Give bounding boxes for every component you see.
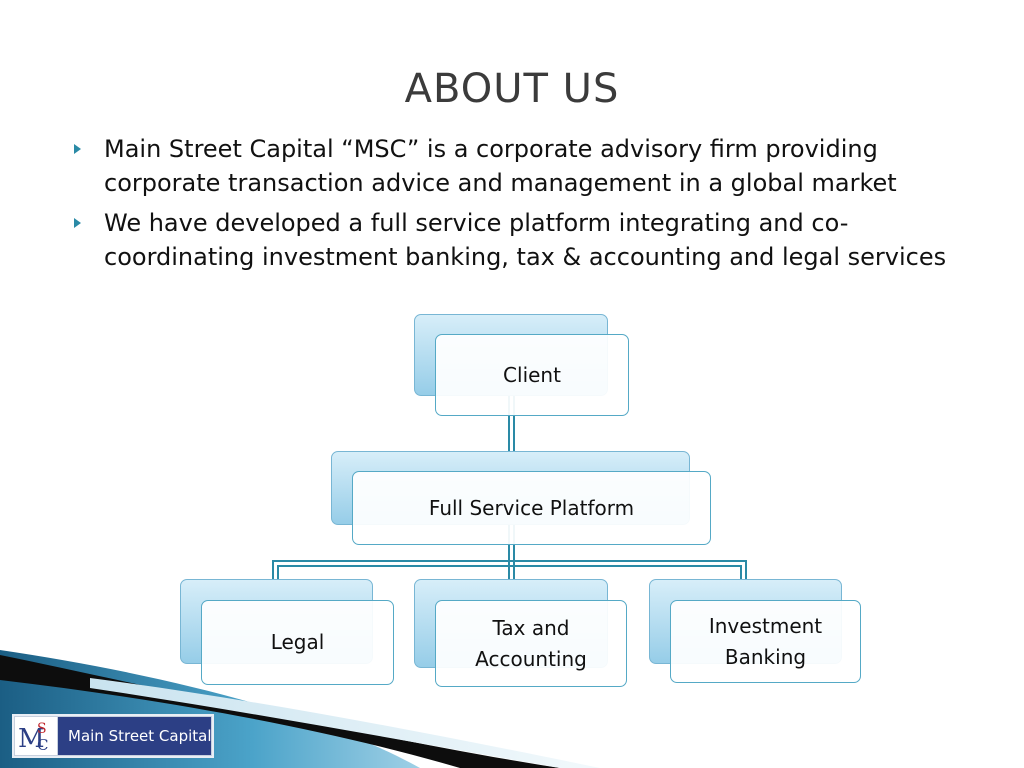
bullet-text: We have developed a full service platfor… [104, 209, 947, 271]
slide-title: ABOUT US [404, 66, 620, 112]
svg-text:S: S [37, 721, 47, 737]
svg-text:M: M [18, 724, 45, 754]
connector-line [272, 560, 747, 580]
bullet-list: Main Street Capital “MSC” is a corporate… [74, 132, 974, 280]
node-label: Investment Banking [670, 600, 861, 683]
node-label: Tax and Accounting [435, 600, 627, 687]
bullet-arrow-icon [74, 144, 81, 154]
bullet-arrow-icon [74, 218, 81, 228]
node-label: Full Service Platform [352, 471, 711, 545]
logo-text: Main Street Capital [68, 727, 212, 745]
bullet-item: Main Street Capital “MSC” is a corporate… [74, 132, 974, 200]
company-logo: M S C Main Street Capital [14, 716, 212, 756]
msc-logo-icon: M S C [15, 717, 58, 755]
bullet-item: We have developed a full service platfor… [74, 206, 974, 274]
bullet-text: Main Street Capital “MSC” is a corporate… [104, 135, 897, 197]
node-label: Client [435, 334, 629, 416]
svg-text:C: C [37, 736, 48, 754]
msc-monogram: M S C [18, 721, 48, 754]
footer-pale-band [90, 678, 600, 768]
node-label: Legal [201, 600, 394, 685]
connector-line [277, 565, 742, 580]
